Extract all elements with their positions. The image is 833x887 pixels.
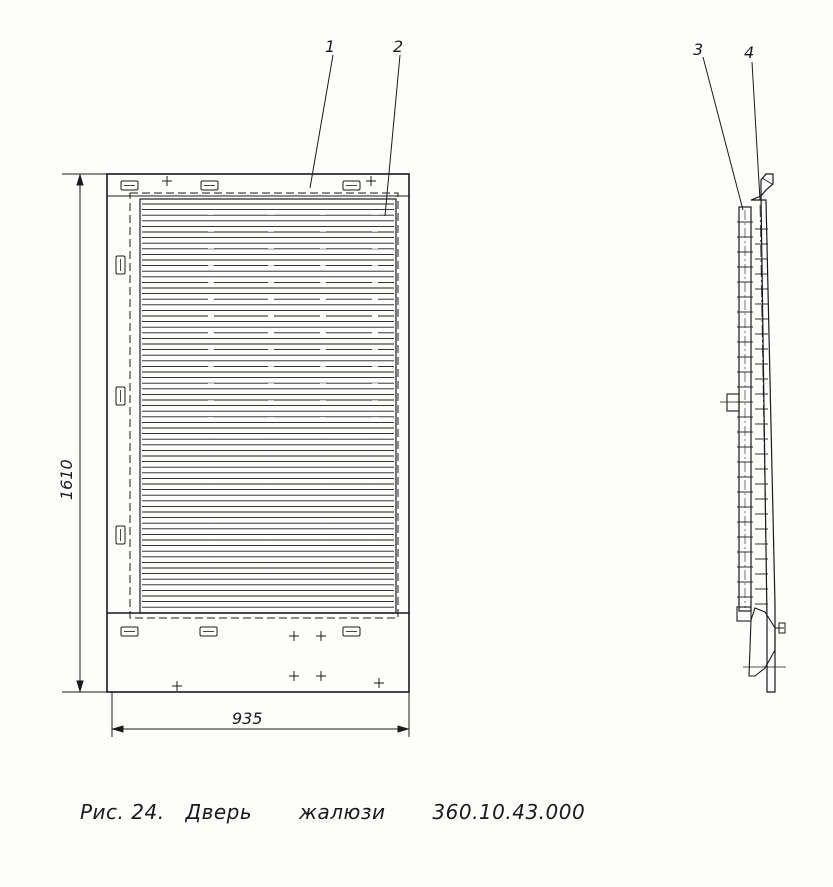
handle-section (726, 393, 740, 412)
height-dimension-label: 1610 (57, 459, 76, 500)
fastener-slot (115, 255, 126, 275)
bottom-bracket (736, 606, 752, 622)
dimension-width (111, 692, 410, 737)
door-frame-outline (106, 173, 410, 693)
fastener-slots (115, 180, 361, 637)
figure-number: Рис. 24. (80, 800, 165, 824)
louvre-area (139, 198, 397, 614)
callout-leaders-side (702, 56, 761, 211)
fastener-slot (199, 626, 218, 637)
callout-leaders-front (309, 54, 401, 217)
fastener-slot (115, 386, 126, 406)
fastener-slot (120, 626, 139, 637)
callout-4: 4 (744, 43, 754, 62)
figure-caption: Рис. 24. Дверь жалюзи 360.10.43.000 (80, 800, 585, 824)
callout-2: 2 (393, 37, 403, 56)
door-leaf-section (750, 195, 776, 693)
bottom-hinge (748, 607, 776, 677)
caption-word-door: Дверь (185, 800, 253, 824)
top-hinge (760, 173, 774, 198)
hidden-frame-dashed (129, 192, 399, 619)
fastener-slot (342, 626, 361, 637)
fastener-slot (115, 525, 126, 545)
mounting-points (162, 176, 384, 691)
fastener-slot (200, 180, 219, 191)
side-view (720, 173, 786, 693)
caption-word-louvre: жалюзи (299, 800, 386, 824)
dimension-height (62, 173, 107, 693)
width-dimension-label: 935 (232, 709, 263, 728)
callout-3: 3 (693, 40, 703, 59)
callout-1: 1 (325, 37, 335, 56)
fastener-slot (120, 180, 139, 191)
drawing-part-number: 360.10.43.000 (432, 800, 586, 824)
front-view (106, 173, 410, 693)
louvre-slats (142, 203, 394, 608)
fastener-slot (342, 180, 361, 191)
